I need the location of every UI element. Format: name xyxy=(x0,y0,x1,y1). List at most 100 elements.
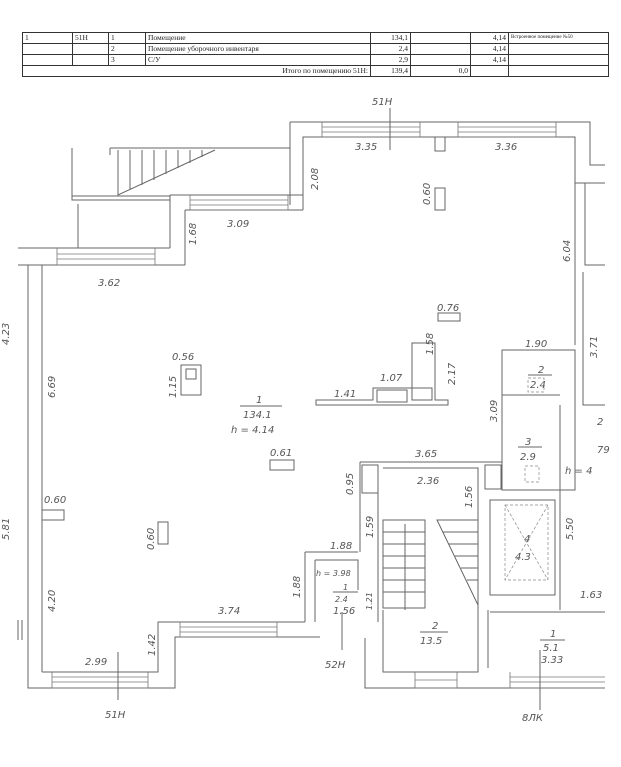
note-cell: Встроенное помещение №50 xyxy=(508,32,609,44)
room-num-cell: 3 xyxy=(108,54,146,66)
room-number: 4 xyxy=(524,534,530,545)
floor-cell: 1 xyxy=(22,32,73,44)
dim-label: h = 3.98 xyxy=(316,569,351,578)
dim-label: 5.81 xyxy=(1,518,12,540)
room-area: 2.4 xyxy=(530,380,546,391)
premise-cell xyxy=(72,54,109,66)
dim-label: 2.17 xyxy=(447,362,458,385)
area-cell: 2,9 xyxy=(370,54,411,66)
dim-label: 2.08 xyxy=(310,168,321,190)
room-labels: 1 134.1 h = 4.14 2 2.4 3 2.9 1 2.4 2 13.… xyxy=(231,365,610,654)
room-area: 2.4 xyxy=(335,595,348,604)
room-height: h = 4.14 xyxy=(231,425,274,436)
dim-label: 1.42 xyxy=(147,634,158,656)
room-area: 134.1 xyxy=(243,410,272,421)
premise-mark: 52Н xyxy=(325,660,346,671)
dim-label: 3.65 xyxy=(415,449,437,460)
dim-label: 0.61 xyxy=(270,448,292,459)
dim-label: 1.07 xyxy=(380,373,403,384)
dim-label: 3.09 xyxy=(489,400,500,422)
table-total-row: Итого по помещению 51Н: 139,4 0,0 xyxy=(22,65,609,77)
table-row: 2 Помещение уборочного инвентаря 2,4 4,1… xyxy=(22,43,609,55)
floor-cell xyxy=(22,43,73,55)
room-name-cell: Помещение xyxy=(145,32,371,44)
note-cell xyxy=(508,54,609,66)
floor-cell xyxy=(22,54,73,66)
total-aux-area: 0,0 xyxy=(410,65,471,77)
aux-area-cell xyxy=(410,32,471,44)
room-area: 79 xyxy=(597,445,610,456)
dim-label: 2.36 xyxy=(417,476,439,487)
windows xyxy=(51,122,605,689)
dim-label: 1.63 xyxy=(580,590,602,601)
room-number: 2 xyxy=(597,417,603,428)
dim-label: 6.04 xyxy=(562,240,573,262)
room-num-cell: 2 xyxy=(108,43,146,55)
dim-label: 3.33 xyxy=(541,655,563,666)
dim-label: 1.21 xyxy=(365,592,374,610)
room-name-cell: С/У xyxy=(145,54,371,66)
dim-label: 6.69 xyxy=(47,376,58,398)
dim-label: 1.90 xyxy=(525,339,547,350)
premise-mark: 51Н xyxy=(105,710,126,721)
room-number: 1 xyxy=(256,395,262,406)
aux-area-cell xyxy=(410,43,471,55)
dim-label: 1.56 xyxy=(464,486,475,508)
height-cell: 4,14 xyxy=(470,54,509,66)
table-row: 3 С/У 2,9 4,14 xyxy=(22,54,609,66)
dim-label: 1.88 xyxy=(330,541,352,552)
area-cell: 134,1 xyxy=(370,32,411,44)
dim-label: 1.58 xyxy=(425,333,436,355)
explication-table: 1 51Н 1 Помещение 134,1 4,14 Встроенное … xyxy=(22,32,609,77)
room-area: 5.1 xyxy=(543,643,559,654)
stairs xyxy=(117,149,549,610)
table-row: 1 51Н 1 Помещение 134,1 4,14 Встроенное … xyxy=(22,32,609,44)
room-num-cell: 1 xyxy=(108,32,146,44)
dim-label: 0.60 xyxy=(146,528,157,550)
aux-area-cell xyxy=(410,54,471,66)
total-area: 139,4 xyxy=(370,65,411,77)
dim-label: 1.15 xyxy=(168,376,179,398)
dim-label: 3.09 xyxy=(227,219,249,230)
dim-label: 4.23 xyxy=(1,323,12,345)
premise-mark: 8ЛК xyxy=(522,713,544,724)
dim-label: 0.76 xyxy=(437,303,459,314)
room-number: 2 xyxy=(432,621,438,632)
dim-label: 1.59 xyxy=(365,516,376,538)
note-cell xyxy=(508,43,609,55)
dim-label: 3.74 xyxy=(218,606,240,617)
dim-label: 3.35 xyxy=(355,142,377,153)
room-number: 2 xyxy=(538,365,544,376)
dim-label: 2.99 xyxy=(85,657,107,668)
dim-label: 3.62 xyxy=(98,278,120,289)
room-number: 1 xyxy=(343,583,348,592)
dim-label: 1.41 xyxy=(334,389,356,400)
walls xyxy=(17,121,605,689)
dim-label: 4.20 xyxy=(47,590,58,612)
room-number: 3 xyxy=(525,437,531,448)
dim-label: 1.68 xyxy=(188,223,199,245)
height-cell: 4,14 xyxy=(470,32,509,44)
area-cell: 2,4 xyxy=(370,43,411,55)
total-label: Итого по помещению 51Н: xyxy=(22,65,371,77)
dim-label: 3.36 xyxy=(495,142,517,153)
premise-cell: 51Н xyxy=(72,32,109,44)
premise-mark: 51Н xyxy=(372,97,393,108)
dimension-labels: 3.35 3.36 2.08 0.60 3.09 1.68 6.04 3.62 … xyxy=(1,142,602,668)
dim-label: 0.60 xyxy=(44,495,66,506)
premise-marks: 51Н 51Н 52Н 8ЛК xyxy=(105,97,544,724)
dim-label: 0.56 xyxy=(172,352,194,363)
dim-label: 0.60 xyxy=(422,183,433,205)
room-area: 4.3 xyxy=(515,552,531,563)
premise-cell xyxy=(72,43,109,55)
room-height: h = 4 xyxy=(565,466,592,477)
room-number: 1 xyxy=(550,629,556,640)
height-cell: 4,14 xyxy=(470,43,509,55)
dim-label: 3.71 xyxy=(589,336,600,358)
dim-label: 1.88 xyxy=(292,576,303,598)
floor-plan: 51Н 51Н 52Н 8ЛК 3.35 3.36 2.08 0.60 3.09… xyxy=(1,97,610,724)
dim-label: 0.95 xyxy=(345,473,356,495)
dim-label: 1.56 xyxy=(333,606,355,617)
room-name-cell: Помещение уборочного инвентаря xyxy=(145,43,371,55)
room-area: 13.5 xyxy=(420,636,442,647)
